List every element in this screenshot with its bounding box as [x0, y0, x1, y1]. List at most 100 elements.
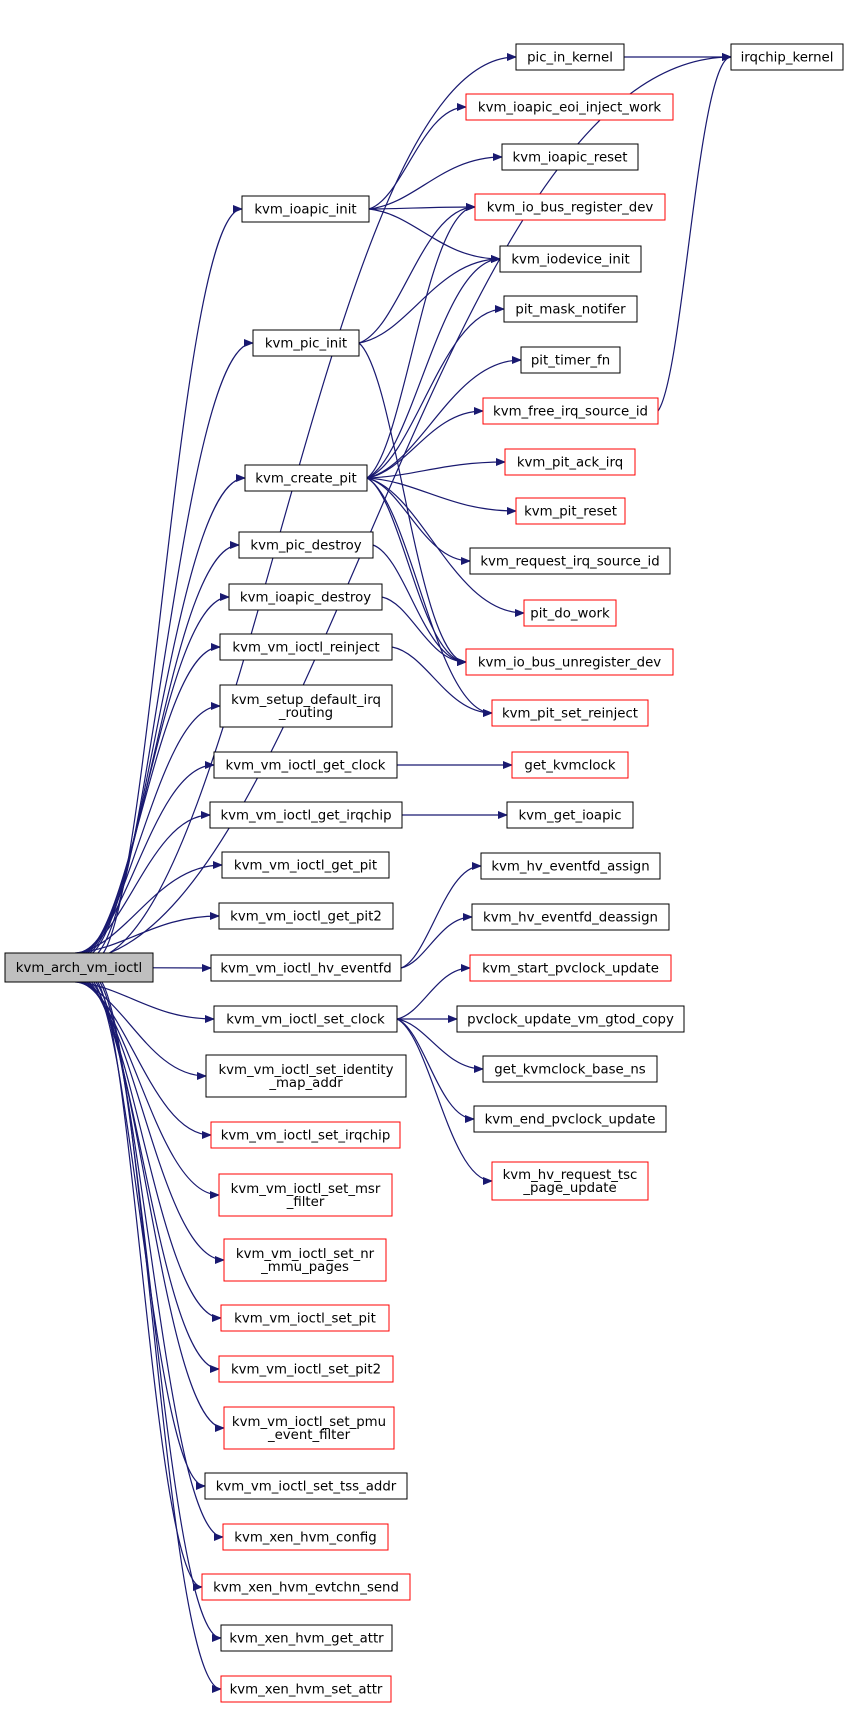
node-kvm-hv-request-tsc-page-update[interactable]: kvm_hv_request_tsc_page_update	[491, 1161, 649, 1201]
node-kvm-get-ioapic[interactable]: kvm_get_ioapic	[506, 801, 634, 829]
node-kvm-ioapic-reset[interactable]: kvm_ioapic_reset	[501, 143, 639, 171]
node-label: get_kvmclock_base_ns	[494, 1063, 646, 1078]
edge-kvm-create-pit-to-kvm-free-irq-source-id	[366, 407, 484, 479]
node-kvm-ioapic-destroy[interactable]: kvm_ioapic_destroy	[228, 583, 383, 611]
node-kvm-hv-eventfd-deassign[interactable]: kvm_hv_eventfd_deassign	[471, 903, 670, 931]
edge-kvm-create-pit-to-pit-timer-fn	[366, 356, 522, 479]
node-label: kvm_vm_ioctl_set_tss_addr	[216, 1480, 397, 1495]
node-box	[4, 952, 154, 983]
node-root[interactable]: kvm_arch_vm_ioctl	[4, 952, 154, 983]
edge-kvm-pic-init-to-kvm-io-bus-register-dev	[358, 203, 476, 344]
node-kvm-io-bus-register-dev[interactable]: kvm_io_bus_register_dev	[474, 193, 666, 221]
node-kvm-xen-hvm-get-attr[interactable]: kvm_xen_hvm_get_attr	[220, 1624, 393, 1652]
node-label: irqchip_kernel	[741, 51, 834, 66]
node-label: kvm_pit_reset	[524, 505, 617, 520]
node-irqchip-kernel[interactable]: irqchip_kernel	[730, 43, 844, 71]
node-box	[218, 1173, 393, 1217]
node-get-kvmclock-base-ns[interactable]: get_kvmclock_base_ns	[482, 1055, 658, 1083]
node-label: kvm_vm_ioctl_reinject	[232, 641, 379, 656]
node-kvm-vm-ioctl-set-pmu-event-filter[interactable]: kvm_vm_ioctl_set_pmu_event_filter	[223, 1406, 395, 1450]
edge-kvm-vm-ioctl-set-clock-to-kvm-hv-request-tsc-page-update	[396, 1018, 493, 1185]
node-kvm-vm-ioctl-hv-eventfd[interactable]: kvm_vm_ioctl_hv_eventfd	[210, 954, 402, 982]
node-get-kvmclock[interactable]: get_kvmclock	[511, 751, 629, 779]
node-kvm-ioapic-init[interactable]: kvm_ioapic_init	[241, 195, 370, 223]
node-box	[504, 448, 636, 476]
node-kvm-xen-hvm-set-attr[interactable]: kvm_xen_hvm_set_attr	[220, 1675, 392, 1703]
node-kvm-start-pvclock-update[interactable]: kvm_start_pvclock_update	[469, 954, 672, 982]
node-label: kvm_ioapic_reset	[513, 151, 628, 166]
node-kvm-pic-init[interactable]: kvm_pic_init	[252, 329, 360, 357]
node-kvm-io-bus-unregister-dev[interactable]: kvm_io_bus_unregister_dev	[465, 648, 674, 676]
node-kvm-vm-ioctl-reinject[interactable]: kvm_vm_ioctl_reinject	[219, 633, 393, 661]
node-box	[501, 143, 639, 171]
node-box	[219, 684, 393, 728]
node-kvm-vm-ioctl-set-pit2[interactable]: kvm_vm_ioctl_set_pit2	[218, 1355, 394, 1383]
node-kvm-vm-ioctl-set-msr-filter[interactable]: kvm_vm_ioctl_set_msr_filter	[218, 1173, 393, 1217]
node-kvm-free-irq-source-id[interactable]: kvm_free_irq_source_id	[482, 397, 659, 425]
node-kvm-xen-hvm-evtchn-send[interactable]: kvm_xen_hvm_evtchn_send	[201, 1573, 411, 1601]
node-kvm-pit-reset[interactable]: kvm_pit_reset	[515, 497, 626, 525]
node-kvm-setup-default-irq-routing[interactable]: kvm_setup_default_irq_routing	[219, 684, 393, 728]
node-label: kvm_request_irq_source_id	[480, 555, 659, 570]
edge-kvm-vm-ioctl-set-clock-to-get-kvmclock-base-ns	[396, 1018, 484, 1073]
node-kvm-vm-ioctl-set-tss-addr[interactable]: kvm_vm_ioctl_set_tss_addr	[204, 1472, 408, 1500]
node-label: _page_update	[522, 1181, 616, 1196]
node-kvm-end-pvclock-update[interactable]: kvm_end_pvclock_update	[473, 1105, 667, 1133]
node-box	[499, 245, 642, 273]
node-kvm-pit-ack-irq[interactable]: kvm_pit_ack_irq	[504, 448, 636, 476]
node-box	[515, 497, 626, 525]
node-kvm-vm-ioctl-set-pit[interactable]: kvm_vm_ioctl_set_pit	[220, 1304, 390, 1332]
node-kvm-vm-ioctl-get-irqchip[interactable]: kvm_vm_ioctl_get_irqchip	[209, 801, 403, 829]
edge-root-to-irqchip-kernel	[109, 53, 732, 954]
node-label: kvm_start_pvclock_update	[482, 962, 659, 977]
edge-kvm-create-pit-to-kvm-request-irq-source-id	[366, 477, 471, 565]
edge-root-to-kvm-vm-ioctl-set-tss-addr	[93, 981, 206, 1490]
node-kvm-create-pit[interactable]: kvm_create_pit	[244, 464, 368, 492]
node-pit-do-work[interactable]: pit_do_work	[523, 599, 617, 627]
node-box	[480, 852, 661, 880]
node-label: kvm_xen_hvm_get_attr	[229, 1632, 384, 1647]
edge-root-to-kvm-vm-ioctl-get-pit	[76, 861, 223, 954]
node-pic-in-kernel[interactable]: pic_in_kernel	[515, 43, 625, 71]
node-pvclock-update-vm-gtod-copy[interactable]: pvclock_update_vm_gtod_copy	[456, 1005, 685, 1033]
node-box	[511, 751, 629, 779]
node-kvm-pit-set-reinject[interactable]: kvm_pit_set_reinject	[491, 699, 649, 727]
node-label: kvm_vm_ioctl_get_clock	[226, 759, 386, 774]
node-label: kvm_vm_ioctl_set_clock	[226, 1013, 385, 1028]
node-kvm-vm-ioctl-get-pit[interactable]: kvm_vm_ioctl_get_pit	[221, 851, 390, 879]
node-pit-mask-notifer[interactable]: pit_mask_notifer	[503, 295, 638, 323]
edge-kvm-ioapic-init-to-kvm-iodevice-init	[368, 208, 501, 263]
node-label: kvm_vm_ioctl_get_pit2	[230, 910, 382, 925]
node-label: kvm_get_ioapic	[518, 809, 621, 824]
node-box	[520, 346, 621, 374]
node-kvm-vm-ioctl-get-pit2[interactable]: kvm_vm_ioctl_get_pit2	[218, 902, 394, 930]
node-kvm-vm-ioctl-set-clock[interactable]: kvm_vm_ioctl_set_clock	[213, 1005, 398, 1033]
node-layer: kvm_arch_vm_ioctl pic_in_kernel irqchip_ke…	[4, 43, 844, 1703]
edge-root-to-kvm-pic-init	[97, 339, 254, 954]
node-kvm-iodevice-init[interactable]: kvm_iodevice_init	[499, 245, 642, 273]
edge-root-to-kvm-vm-ioctl-get-pit2	[75, 912, 220, 954]
node-kvm-vm-ioctl-get-clock[interactable]: kvm_vm_ioctl_get_clock	[213, 751, 398, 779]
node-label: kvm_io_bus_unregister_dev	[478, 656, 661, 671]
node-kvm-pic-destroy[interactable]: kvm_pic_destroy	[238, 531, 374, 559]
node-kvm-vm-ioctl-set-irqchip[interactable]: kvm_vm_ioctl_set_irqchip	[210, 1121, 401, 1149]
node-label: kvm_vm_ioctl_set_msr	[231, 1182, 381, 1197]
node-pit-timer-fn[interactable]: pit_timer_fn	[520, 346, 621, 374]
node-kvm-xen-hvm-config[interactable]: kvm_xen_hvm_config	[222, 1523, 389, 1551]
node-box	[506, 801, 634, 829]
node-box	[238, 531, 374, 559]
node-box	[201, 1573, 411, 1601]
node-box	[228, 583, 383, 611]
node-kvm-vm-ioctl-set-identity-map-addr[interactable]: kvm_vm_ioctl_set_identity_map_addr	[205, 1054, 407, 1098]
node-box	[221, 851, 390, 879]
node-kvm-hv-eventfd-assign[interactable]: kvm_hv_eventfd_assign	[480, 852, 661, 880]
node-kvm-vm-ioctl-set-nr-mmu-pages[interactable]: kvm_vm_ioctl_set_nr_mmu_pages	[223, 1238, 387, 1282]
node-box	[209, 801, 403, 829]
edge-kvm-pic-destroy-to-kvm-io-bus-unregister-dev	[372, 544, 467, 666]
node-kvm-ioapic-eoi-inject-work[interactable]: kvm_ioapic_eoi_inject_work	[465, 93, 674, 121]
node-kvm-request-irq-source-id[interactable]: kvm_request_irq_source_id	[469, 547, 671, 575]
node-label: get_kvmclock	[524, 759, 615, 774]
node-box	[469, 547, 671, 575]
edge-kvm-create-pit-to-kvm-pit-reset	[366, 477, 517, 515]
node-label: kvm_pic_init	[265, 337, 347, 352]
